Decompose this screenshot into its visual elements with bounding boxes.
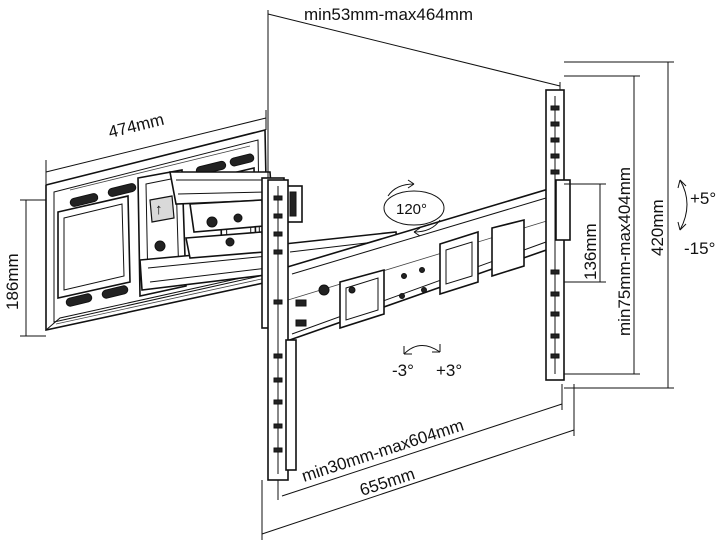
upper-arm	[169, 171, 273, 233]
label-top-width: min53mm-max464mm	[304, 5, 473, 24]
label-overall-width: 655mm	[357, 464, 417, 500]
label-level-minus: -3°	[392, 361, 414, 380]
label-tilt-up: +5°	[690, 189, 716, 208]
label-vesa-vertical: min75mm-max404mm	[615, 167, 634, 336]
rotation-indicators	[383, 179, 688, 355]
label-overall-height: 420mm	[648, 199, 667, 256]
label-tilt-down: -15°	[684, 239, 715, 258]
arrow-up-icon: ↑	[155, 201, 163, 218]
rotation-ellipse-icon	[383, 190, 445, 226]
rotate-arrow-icon	[387, 183, 415, 197]
lower-arm	[139, 231, 275, 291]
right-vertical-bracket	[545, 89, 571, 381]
label-rotation: 120°	[396, 201, 427, 218]
label-hole-spacing: 136mm	[581, 223, 600, 280]
level-arc-icon	[403, 345, 441, 355]
label-arm-extension: 474mm	[106, 110, 166, 142]
left-vertical-bracket	[267, 179, 297, 481]
dimension-lines	[20, 10, 674, 540]
label-level-plus: +3°	[436, 361, 462, 380]
tilt-arc-icon	[679, 179, 688, 231]
label-wall-plate-height: 186mm	[3, 253, 22, 310]
